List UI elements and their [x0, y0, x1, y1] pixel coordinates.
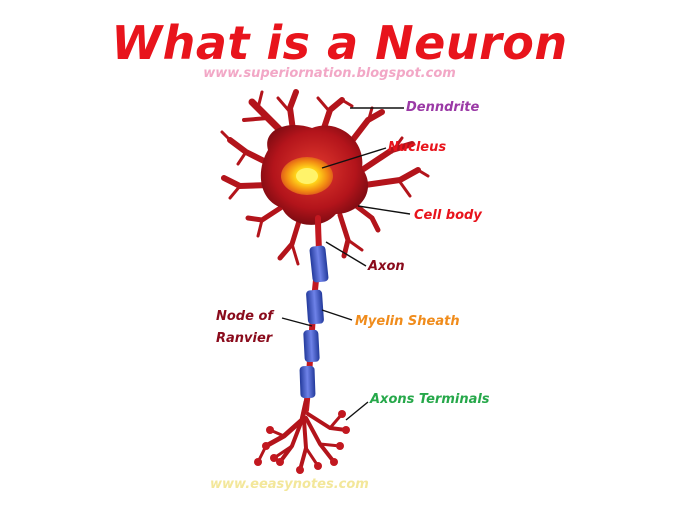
nucleus-leader [321, 147, 387, 169]
label-axon-terminals: Axons Terminals [370, 392, 490, 407]
myelin-leader [321, 309, 353, 321]
terminals-leader [345, 401, 369, 421]
label-cell-body: Cell body [414, 208, 482, 223]
label-nucleus: Nucleus [388, 140, 447, 155]
myelin-segment [299, 365, 316, 399]
label-axon: Axon [368, 259, 405, 274]
terminal-buttons [254, 410, 350, 474]
page-title: What is a Neuron [111, 16, 568, 70]
myelin-segment [303, 329, 320, 363]
label-node-of-ranvier-line2: Ranvier [216, 331, 273, 346]
label-dendrite: Denndrite [406, 100, 480, 115]
myelin-segments [299, 245, 329, 399]
nucleolus-shape [296, 168, 318, 184]
node-leader [281, 317, 313, 327]
source-url-top: www.superiornation.blogspot.com [203, 66, 456, 81]
label-node-of-ranvier-line1: Node of [216, 309, 274, 324]
source-url-bottom: www.eeasynotes.com [210, 477, 369, 492]
myelin-segment [306, 289, 324, 325]
axon-leader [325, 241, 367, 267]
cell-body-leader [357, 205, 411, 215]
leader-lines [281, 107, 411, 421]
myelin-segment [309, 245, 329, 283]
label-myelin-sheath: Myelin Sheath [355, 314, 460, 329]
